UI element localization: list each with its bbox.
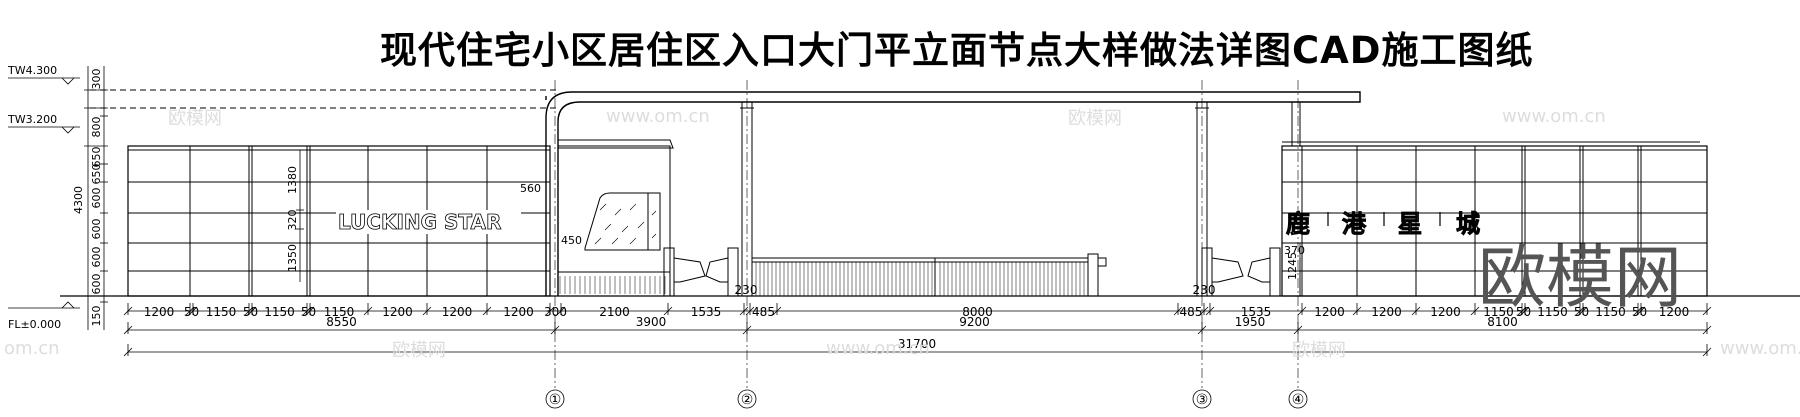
right-sign-char-2: 港	[1342, 210, 1367, 238]
dim-row1-label: 50	[1632, 305, 1647, 319]
dim-row1-label: 1150	[1537, 305, 1568, 319]
axis-label-2: ②	[741, 392, 754, 408]
watermark-logo-4: 欧模网	[1292, 340, 1346, 361]
height-seg-600a: 600	[90, 188, 103, 209]
guard-booth	[557, 139, 674, 297]
dim-row2-label: 3900	[636, 315, 667, 329]
watermark-logo-3: 欧模网	[392, 340, 446, 361]
height-seg-600d: 600	[90, 274, 103, 295]
dim-row1-label: 300	[544, 305, 567, 319]
dim-lines	[128, 295, 1790, 353]
axis-label-3: ③	[1196, 392, 1209, 408]
dim-1245: 1245	[1286, 252, 1299, 280]
dim-row1-label: 1150	[206, 305, 237, 319]
height-seg-600c: 600	[90, 247, 103, 268]
dim-row1-label: 1200	[503, 305, 534, 319]
dim-total-text: 31700	[898, 337, 936, 351]
dim-row1-label: 50	[184, 305, 199, 319]
height-seg-300: 300	[90, 69, 103, 90]
booth-window	[584, 192, 661, 251]
level-mid-label: TW3.200	[7, 113, 57, 126]
watermark-url-1: www.om.cn	[606, 106, 710, 127]
left-vert-dim	[84, 66, 108, 330]
dim-total-ticks	[123, 344, 1712, 357]
watermark-url-2: www.om.cn	[1502, 106, 1606, 127]
dim-row1-label: 1150	[1595, 305, 1626, 319]
height-seg-650b: 650	[90, 164, 103, 185]
barrier-left	[663, 247, 739, 297]
height-seg-800: 800	[90, 117, 103, 138]
dim-370: 370	[1284, 244, 1305, 257]
level-symbols	[8, 77, 80, 309]
dim-row1-label: 50	[301, 305, 316, 319]
axis-lines	[554, 80, 1299, 388]
height-total: 4300	[72, 186, 85, 214]
dim-row1-label: 1200	[382, 305, 413, 319]
left-wall-vert-dims	[296, 150, 304, 282]
dim-row1-label: 2100	[599, 305, 630, 319]
dim-row1-ticks	[123, 303, 1712, 316]
dim-row2-label: 9200	[959, 315, 990, 329]
dim-1350: 1350	[286, 244, 299, 272]
page-title: 现代住宅小区居住区入口大门平立面节点大样做法详图CAD施工图纸	[380, 29, 1534, 72]
dim-row1-label: 1150	[264, 305, 295, 319]
dim-row1-label: 1200	[1659, 305, 1690, 319]
watermark-logo-2: 欧模网	[1068, 108, 1122, 129]
axis-bubbles	[545, 389, 1308, 409]
dim-row1-label: 1535	[691, 305, 722, 319]
canopy-roof	[545, 91, 1361, 296]
dim-row1-label: 50	[1574, 305, 1589, 319]
right-wall	[1281, 141, 1708, 297]
watermark-url-4: www.om.cn	[826, 338, 930, 359]
left-wall	[127, 145, 551, 297]
column-4	[1291, 101, 1301, 147]
dim-560: 560	[520, 182, 541, 195]
dim-row1-label: 1200	[1371, 305, 1402, 319]
dim-row1-label: 1535	[1241, 305, 1272, 319]
sliding-gate	[751, 253, 1107, 297]
height-seg-600b: 600	[90, 219, 103, 240]
dim-row1-label: 1150	[1483, 305, 1514, 319]
dim-1380: 1380	[286, 166, 299, 194]
dim-450: 450	[561, 234, 582, 247]
watermark-logo-large: 欧模网	[1478, 239, 1683, 318]
dim-row1-label: 1200	[1430, 305, 1461, 319]
right-sign-char-1: 鹿	[1286, 210, 1310, 238]
right-sign-char-3: 星	[1398, 210, 1422, 238]
left-sign: LUCKING STAR	[338, 210, 501, 234]
axis-label-4: ④	[1292, 392, 1305, 408]
barrier-right	[1201, 247, 1281, 297]
watermark-url-5: www.om.cn	[1720, 338, 1800, 359]
dim-row1-label: 1150	[324, 305, 355, 319]
dim-row1-label: 230	[735, 283, 758, 297]
height-seg-650a: 650	[90, 147, 103, 168]
dim-row1-label: 485	[1180, 305, 1203, 319]
dim-row1-label: 1200	[144, 305, 175, 319]
dim-row2-label: 1950	[1235, 315, 1266, 329]
right-sign-char-4: 城	[1456, 210, 1480, 238]
watermark-logo-1: 欧模网	[168, 108, 222, 129]
dim-320: 320	[286, 210, 299, 231]
axis-label-1: ①	[549, 392, 562, 408]
level-top-label: TW4.300	[7, 64, 57, 77]
dim-row2-label: 8100	[1487, 315, 1518, 329]
dim-row2-ticks	[123, 322, 1712, 335]
level-floor-label: FL±0.000	[8, 318, 61, 331]
dim-row1-label: 230	[1193, 283, 1216, 297]
watermark-url-3: om.cn	[4, 338, 60, 359]
height-seg-150: 150	[90, 306, 103, 327]
dim-row1-label: 1200	[442, 305, 473, 319]
dim-row2-label: 8550	[326, 315, 357, 329]
dim-row1-label: 485	[752, 305, 775, 319]
dim-row1-label: 8000	[962, 305, 993, 319]
dim-row1-label: 50	[243, 305, 258, 319]
dim-row1-label: 50	[1516, 305, 1531, 319]
dim-row1-label: 1200	[1314, 305, 1345, 319]
